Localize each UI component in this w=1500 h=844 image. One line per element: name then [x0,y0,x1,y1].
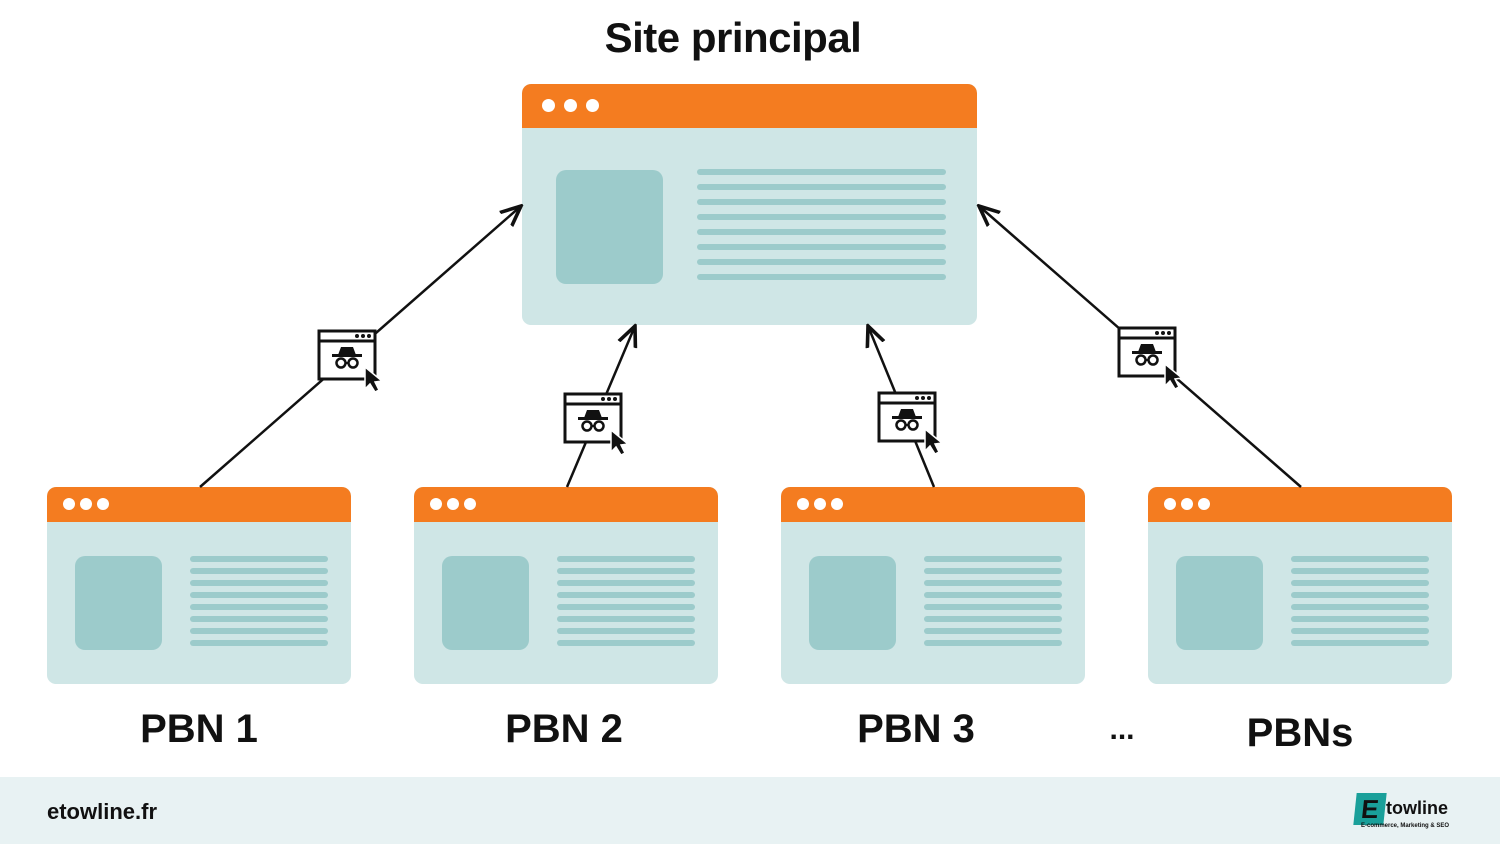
text-line [557,568,695,574]
text-line [557,616,695,622]
window-dot [464,498,476,510]
text-line [1291,604,1429,610]
window-dot [1198,498,1210,510]
window-dot [586,99,599,112]
pbn-label-2: PBN 2 [505,707,623,751]
incognito-link-icon [563,392,630,457]
text-line [557,640,695,646]
text-line [1291,616,1429,622]
window-title-bar [414,487,718,522]
window-title-bar [47,487,351,522]
text-line [924,604,1062,610]
text-line [1291,640,1429,646]
footer: etowline.fr E towline E-commerce, Market… [0,777,1500,844]
text-line [1291,592,1429,598]
text-line [1291,556,1429,562]
window-dot [430,498,442,510]
text-line [557,604,695,610]
pbn-window-1 [47,487,351,684]
window-dot [1181,498,1193,510]
text-line [697,199,946,205]
window-dot [831,498,843,510]
text-line [190,616,328,622]
text-line [190,580,328,586]
text-line [1291,628,1429,634]
text-line [190,568,328,574]
window-dot [447,498,459,510]
arrow-pbn1-to-main [199,206,521,488]
etowline-logo: E towline E-commerce, Marketing & SEO [1353,793,1465,833]
window-dot [542,99,555,112]
text-line [557,628,695,634]
text-line [190,640,328,646]
window-title-bar [1148,487,1452,522]
diagram-title: Site principal [604,14,862,61]
text-line [190,604,328,610]
text-line [557,580,695,586]
window-dot [797,498,809,510]
text-line [697,274,946,280]
window-dot [564,99,577,112]
pbn-label-1: PBN 1 [140,707,258,751]
image-placeholder [75,556,162,650]
text-line [924,616,1062,622]
pbn-label-4: PBNs [1246,711,1354,755]
window-dot [97,498,109,510]
text-line [697,244,946,250]
image-placeholder [1176,556,1263,650]
text-line [697,184,946,190]
text-line [924,580,1062,586]
window-title-bar [522,84,977,128]
window-dot [80,498,92,510]
ellipsis: ... [1109,713,1135,746]
incognito-link-icon [877,391,944,456]
pbn-label-3: PBN 3 [857,707,975,751]
incognito-link-icon [317,329,384,394]
text-line [924,592,1062,598]
main-site-window [522,84,977,325]
window-title-bar [781,487,1085,522]
logo-tagline: E-commerce, Marketing & SEO [1361,823,1450,829]
text-line [924,628,1062,634]
arrow-pbn4-to-main [979,206,1302,488]
arrow-pbn3-to-main [868,326,936,488]
text-line [924,568,1062,574]
text-line [697,214,946,220]
image-placeholder [809,556,896,650]
footer-site-link[interactable]: etowline.fr [47,799,158,824]
pbn-window-2 [414,487,718,684]
text-line [924,640,1062,646]
image-placeholder [556,170,663,284]
text-line [190,556,328,562]
pbn-window-3 [781,487,1085,684]
text-line [190,592,328,598]
text-line [924,556,1062,562]
text-line [697,259,946,265]
logo-mark: E [1353,793,1387,825]
arrow-pbn2-to-main [565,326,635,488]
text-line [697,229,946,235]
text-line [190,628,328,634]
text-line [1291,580,1429,586]
window-dot [1164,498,1176,510]
text-line [1291,568,1429,574]
image-placeholder [442,556,529,650]
text-line [697,169,946,175]
incognito-link-icon [1117,326,1184,391]
window-dot [63,498,75,510]
logo-wordmark: towline [1386,798,1448,818]
window-dot [814,498,826,510]
text-line [557,556,695,562]
text-line [557,592,695,598]
pbn-window-4 [1148,487,1452,684]
